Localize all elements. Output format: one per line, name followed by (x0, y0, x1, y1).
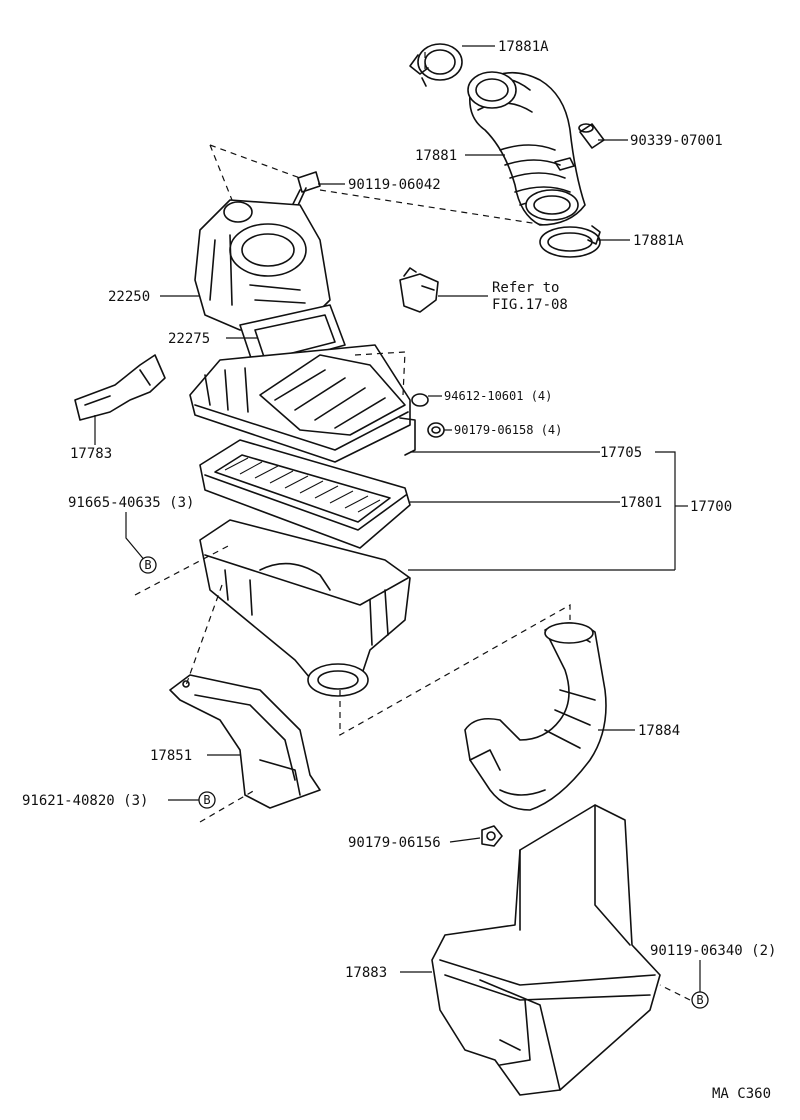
svg-text:B: B (144, 558, 151, 572)
label-22275: 22275 (168, 331, 210, 347)
label-90339-07001: 90339-07001 (630, 133, 723, 149)
label-17700: 17700 (690, 499, 732, 515)
label-90179-06156: 90179-06156 (348, 835, 441, 851)
hose-clamp-bottom (539, 225, 601, 258)
label-17705: 17705 (600, 445, 642, 461)
label-22250: 22250 (108, 289, 150, 305)
label-17884: 17884 (638, 723, 680, 739)
label-refer-line2: FIG.17-08 (492, 297, 568, 313)
filter-element-17801 (199, 439, 411, 549)
label-17851: 17851 (150, 748, 192, 764)
nut-90179-06156 (481, 825, 503, 847)
shield-17851 (169, 674, 321, 809)
svg-text:B: B (203, 793, 210, 807)
air-hose-17881 (467, 71, 586, 226)
label-refer-line1: Refer to (492, 280, 559, 296)
label-17881A-bottom: 17881A (633, 233, 684, 249)
cap-90339 (578, 123, 605, 149)
label-17881A-top: 17881A (498, 39, 549, 55)
gasket-22275 (239, 304, 346, 371)
svg-text:B: B (696, 993, 703, 1007)
label-91665-40635: 91665-40635 (3) (68, 495, 194, 511)
intake-duct-17884 (464, 622, 607, 811)
label-94612-10601: 94612-10601 (4) (444, 389, 552, 403)
hose-clamp-top (409, 43, 463, 87)
sensor-refer-17-08 (399, 267, 439, 313)
label-17881: 17881 (415, 148, 457, 164)
figure-code: MA C360 (712, 1086, 771, 1102)
label-17783: 17783 (70, 446, 112, 462)
bolt-marker-1: B (139, 556, 157, 574)
label-90179-06158: 90179-06158 (4) (454, 423, 562, 437)
label-91621-40820: 91621-40820 (3) (22, 793, 148, 809)
cleaner-case-lower (199, 519, 411, 697)
airflow-meter-22250 (194, 199, 331, 331)
cleaner-cover-17705 (189, 344, 416, 463)
label-17801: 17801 (620, 495, 662, 511)
clip-94612 (411, 393, 429, 407)
bolt-marker-2: B (198, 791, 216, 809)
bolt-marker-3: B (691, 991, 709, 1009)
label-90119-06340: 90119-06340 (2) (650, 943, 776, 959)
resonator-17883 (431, 804, 661, 1096)
nut-90179-06158 (427, 422, 445, 438)
bracket-17783 (74, 354, 166, 421)
label-90119-06042: 90119-06042 (348, 177, 441, 193)
leader-lines (94, 45, 701, 992)
label-17883: 17883 (345, 965, 387, 981)
reference-lines (134, 52, 691, 1001)
